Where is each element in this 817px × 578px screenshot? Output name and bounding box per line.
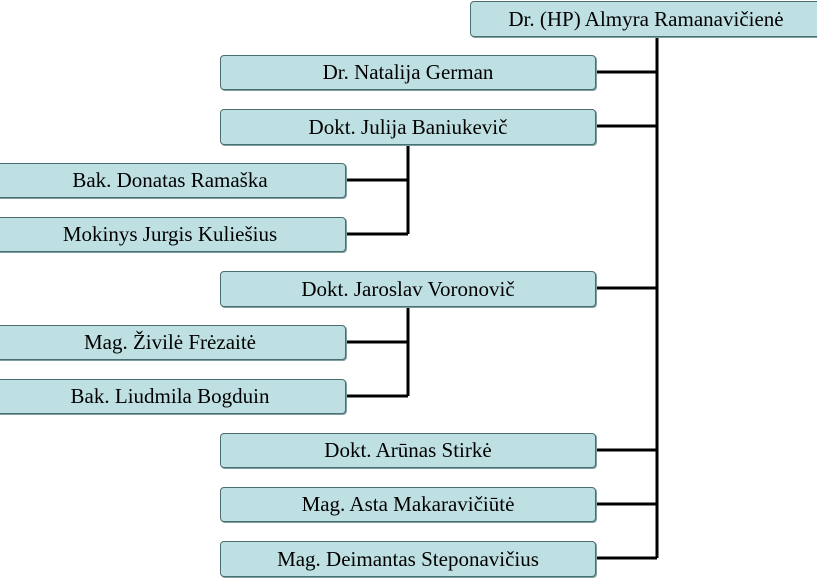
node-arunas-stirke: Dokt. Arūnas Stirkė (220, 433, 596, 468)
node-head: Dr. (HP) Almyra Ramanavičienė (470, 1, 817, 37)
node-julija-baniukevic: Dokt. Julija Baniukevič (220, 109, 596, 145)
node-deimantas-steponavicius: Mag. Deimantas Steponavičius (220, 541, 596, 577)
node-jurgis-kuliesius: Mokinys Jurgis Kuliešius (0, 217, 346, 252)
node-donatas-ramaska: Bak. Donatas Ramaška (0, 163, 346, 198)
node-natalija-german: Dr. Natalija German (220, 55, 596, 90)
node-jaroslav-voronovic: Dokt. Jaroslav Voronovič (220, 271, 596, 307)
node-asta-makaraviciute: Mag. Asta Makaravičiūtė (220, 487, 596, 522)
node-liudmila-bogduin: Bak. Liudmila Bogduin (0, 379, 346, 414)
node-zivile-frezaite: Mag. Živilė Frėzaitė (0, 325, 346, 360)
